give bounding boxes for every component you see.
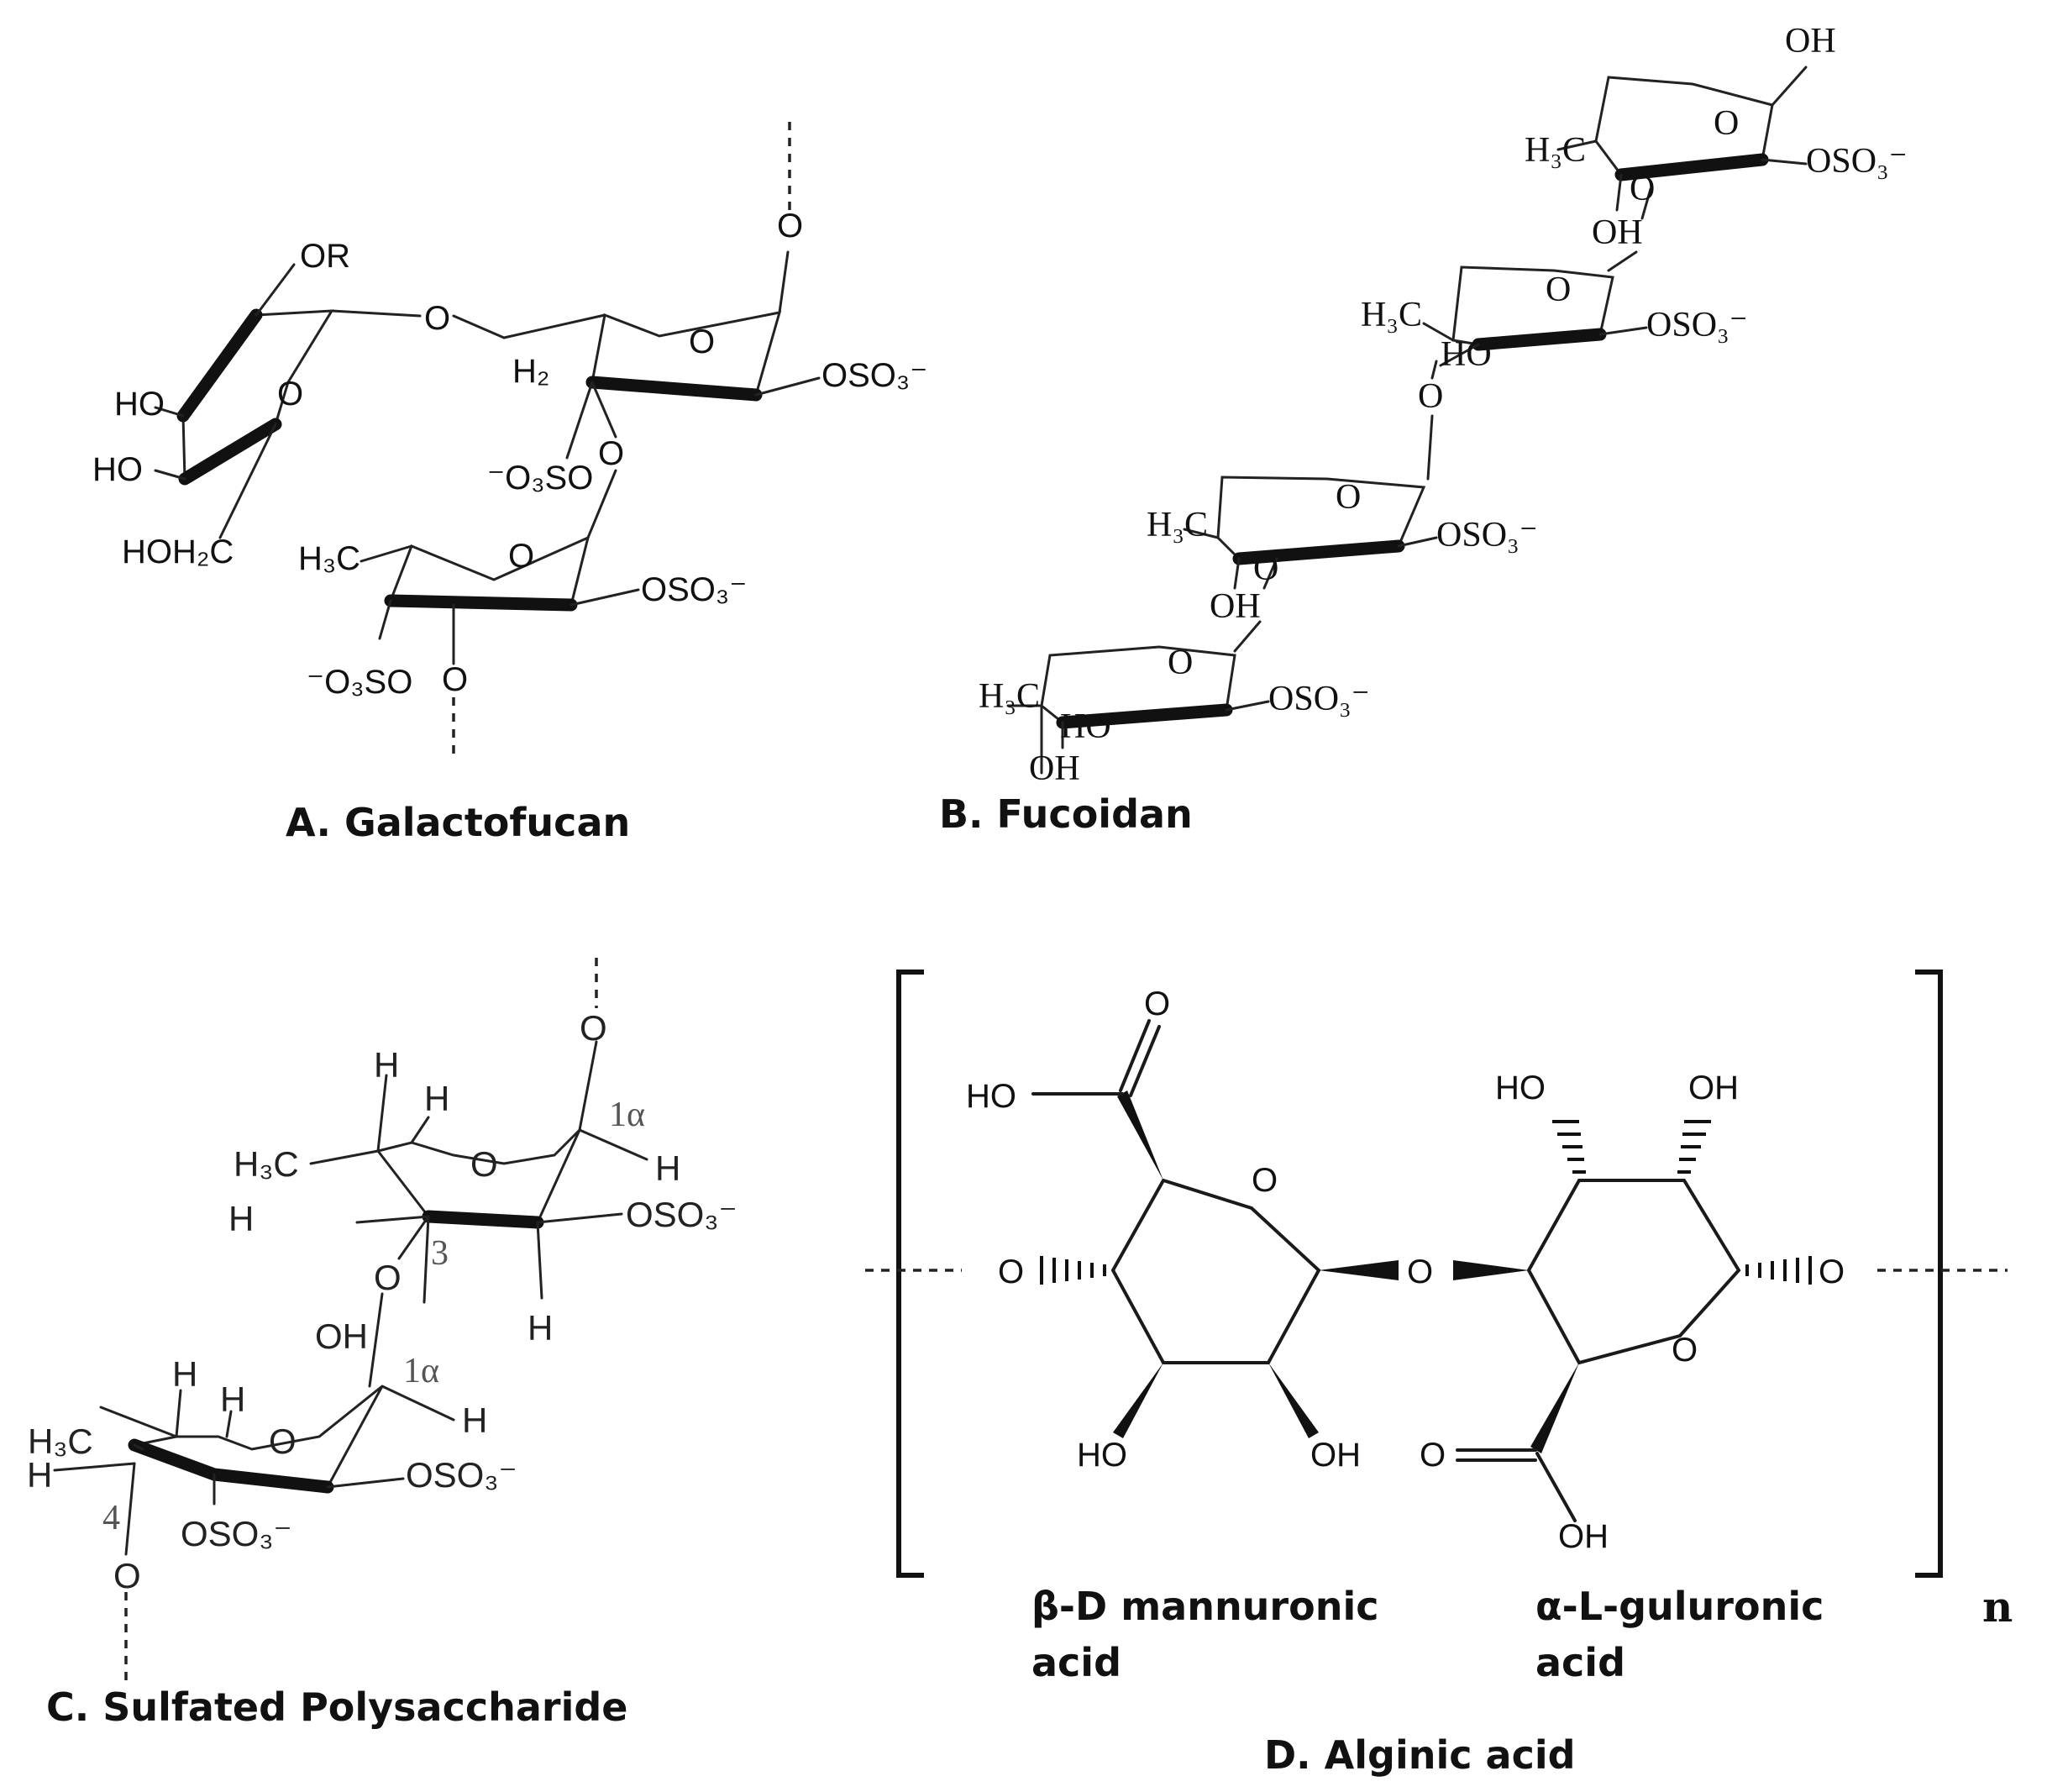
atom-label: OSO₃⁻ — [821, 357, 927, 394]
atom-label: H — [27, 1455, 52, 1495]
atom-label: O — [777, 208, 803, 244]
atom-label: O — [1407, 1253, 1433, 1290]
atom-label: O — [1672, 1332, 1698, 1369]
atom-label: H₃C — [28, 1422, 93, 1461]
atom-label: HO — [1077, 1437, 1127, 1474]
panel-d-caption: D. Alginic acid — [1264, 1732, 1576, 1778]
atom-label: OH — [1310, 1437, 1361, 1474]
atom-label: O — [277, 376, 303, 413]
atom-label: OH — [1029, 749, 1080, 788]
atom-label: OSO₃⁻ — [181, 1514, 292, 1553]
atom-label: H — [220, 1379, 245, 1419]
atom-label: O — [689, 323, 715, 360]
atom-label: O — [1420, 1437, 1446, 1474]
panel-c-sulfated-polysaccharide: O H H 1α H₃C O H H OSO₃⁻ 3 O OH H H H 1α… — [27, 958, 737, 1730]
atom-label: O — [598, 435, 624, 472]
right-bracket — [1915, 970, 1943, 1578]
atom-label: H₃C — [979, 677, 1040, 716]
panel-a-caption: A. Galactofucan — [286, 800, 630, 845]
atom-label: O — [1714, 104, 1739, 143]
atom-label: H₃C — [1147, 506, 1208, 544]
atom-label: OH — [1558, 1518, 1609, 1555]
atom-label: O — [1252, 1162, 1278, 1199]
atom-label: O — [998, 1253, 1024, 1290]
atom-label: HO — [966, 1078, 1016, 1115]
atom-label: ⁻O₃SO — [307, 664, 412, 701]
atom-label: O — [1819, 1253, 1845, 1290]
atom-label: O — [1168, 644, 1193, 682]
atom-label: O — [1253, 549, 1278, 588]
atom-label: O — [1144, 985, 1170, 1022]
panel-a-galactofucan: OR HO HO HOH₂C O O H₂ O O OSO₃⁻ ⁻O₃SO O … — [92, 118, 927, 845]
left-bracket — [896, 970, 924, 1578]
hashed-bond — [1040, 1256, 1106, 1285]
atom-label: OSO₃⁻ — [641, 571, 747, 608]
atom-label: OSO₃⁻ — [406, 1455, 517, 1495]
atom-label: 1α — [609, 1096, 645, 1134]
atom-label: O — [470, 1144, 498, 1184]
atom-label: OR — [300, 238, 350, 275]
atom-label: H — [527, 1308, 553, 1348]
monomer-label-mannuronic: β-D mannuronic — [1031, 1584, 1379, 1629]
hashed-bond — [1552, 1120, 1812, 1285]
atom-label: 4 — [102, 1499, 120, 1537]
atom-label: HO — [1441, 335, 1492, 374]
atom-label: OH — [1592, 213, 1643, 252]
atom-label: HO — [1060, 707, 1111, 746]
monomer-label-guluronic-acid: acid — [1535, 1640, 1625, 1685]
atom-label: H — [424, 1079, 449, 1118]
atom-label: O — [424, 300, 450, 337]
atom-label: H — [374, 1045, 399, 1085]
atom-label: H₃C — [1525, 131, 1586, 170]
panel-c-caption: C. Sulfated Polysaccharide — [46, 1684, 627, 1730]
atom-label: H₂ — [512, 353, 549, 390]
atom-label: O — [1630, 170, 1655, 208]
atom-label: O — [269, 1422, 297, 1461]
atom-label: HO — [114, 386, 165, 423]
atom-label: O — [374, 1258, 402, 1297]
atom-label: OSO₃⁻ — [1646, 306, 1748, 344]
atom-label: O — [508, 538, 534, 575]
atom-label: 3 — [431, 1234, 449, 1273]
atom-label: H — [172, 1354, 197, 1394]
atom-label: O — [580, 1008, 607, 1048]
atom-label: OH — [1210, 587, 1261, 626]
atom-label: O — [1546, 271, 1571, 309]
atom-label: OSO₃⁻ — [626, 1195, 737, 1234]
monomer-label-guluronic: α-L-guluronic — [1535, 1584, 1824, 1629]
atom-label: H — [228, 1199, 254, 1238]
panel-b-caption: B. Fucoidan — [939, 791, 1193, 837]
atom-label: ⁻O₃SO — [487, 460, 593, 497]
atom-label: OH — [1688, 1069, 1739, 1106]
monomer-label-mannuronic-acid: acid — [1031, 1640, 1121, 1685]
atom-label: H₃C — [1361, 296, 1422, 334]
atom-label: OH — [1785, 22, 1836, 60]
atom-label: H₃C — [298, 540, 360, 577]
atom-label: H₃C — [234, 1144, 299, 1184]
atom-label: OH — [315, 1316, 368, 1356]
panel-d-alginic-acid: O HO O O HO OH O HO OH O O O OH β-D mann… — [865, 970, 2013, 1778]
atom-label: OSO₃⁻ — [1268, 680, 1370, 718]
atom-label: OSO₃⁻ — [1806, 142, 1908, 181]
atom-label: O — [1418, 377, 1443, 416]
atom-label: OSO₃⁻ — [1436, 516, 1538, 554]
atom-label: H — [655, 1148, 680, 1188]
atom-label: O — [1336, 478, 1361, 517]
atom-label: H — [462, 1400, 487, 1440]
atom-label: 1α — [403, 1352, 439, 1390]
atom-label: HO — [1495, 1069, 1546, 1106]
repeat-unit-n: n — [1982, 1582, 2013, 1632]
atom-label: HO — [92, 451, 143, 488]
panel-b-fucoidan: OH O H₃C OSO₃⁻ O OH O H₃C OSO₃⁻ HO O O H… — [939, 22, 1908, 837]
atom-label: O — [113, 1556, 141, 1595]
atom-label: HOH₂C — [122, 533, 234, 570]
atom-label: O — [442, 661, 468, 698]
